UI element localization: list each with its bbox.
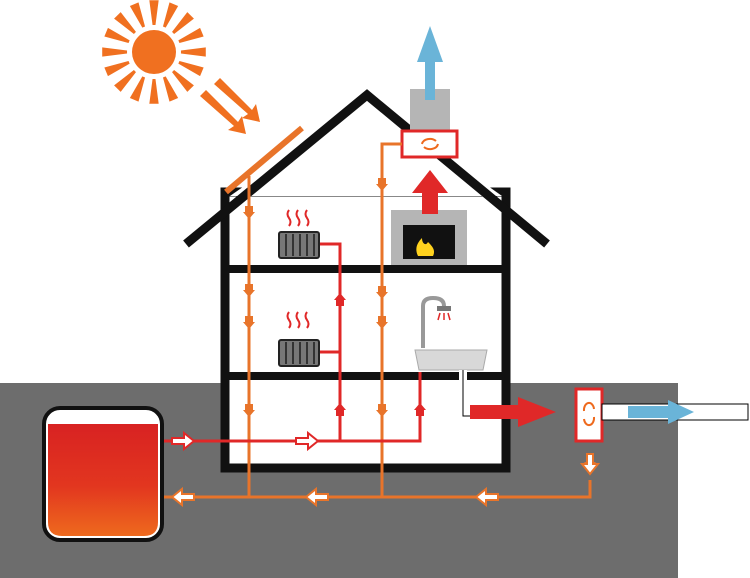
- sink-with-shower: [414, 295, 488, 371]
- sun-ray: [172, 12, 194, 34]
- flow-arrow: [171, 430, 196, 452]
- heat-waves-icon: [286, 311, 310, 329]
- sun-ray: [114, 70, 136, 92]
- flow-arrow-down: [243, 206, 255, 219]
- exhaust-arrow-up: [417, 26, 443, 100]
- outlet-arrow: [628, 400, 694, 424]
- attic-fill: [230, 100, 502, 196]
- flow-arrows-up: [334, 293, 426, 416]
- floor-lower: [225, 372, 506, 380]
- sun-icon: [102, 0, 206, 104]
- flow-arrow-down: [376, 178, 388, 191]
- hot-water-pipes: [162, 242, 422, 443]
- floor-upper: [225, 265, 506, 273]
- sun-ray: [162, 2, 179, 28]
- sun-ray-arrows: [200, 78, 260, 134]
- fire-icon: [416, 238, 435, 256]
- sun-ray: [102, 47, 128, 57]
- heat-exchanger-icon: [400, 129, 459, 159]
- hot-air-arrow-up: [412, 170, 448, 214]
- flow-arrows-down: [243, 178, 596, 469]
- flow-arrow: [295, 430, 320, 452]
- flow-arrow: [304, 486, 329, 508]
- radiator-upper: [278, 231, 320, 259]
- flow-arrow-down: [243, 316, 255, 329]
- heat-waves-icon: [286, 209, 310, 227]
- sun-ray: [180, 47, 206, 57]
- flow-arrow-up: [414, 403, 426, 416]
- flow-arrow: [170, 486, 195, 508]
- solar-collector: [224, 125, 304, 195]
- flow-arrow-down: [376, 286, 388, 299]
- flow-arrow: [474, 486, 499, 508]
- sun-ray: [129, 76, 146, 102]
- sun-ray: [149, 0, 159, 26]
- sun-ray: [172, 70, 194, 92]
- flow-arrow-up: [334, 403, 346, 416]
- sun-ray: [129, 2, 146, 28]
- flow-arrow-down: [243, 404, 255, 417]
- sun-ray: [104, 60, 130, 77]
- sun-ray: [178, 27, 204, 44]
- waste-water-arrow: [470, 397, 556, 427]
- radiator-lower: [278, 339, 320, 367]
- sun-ray: [178, 60, 204, 77]
- return-flow-arrows: [170, 430, 601, 508]
- roof: [183, 89, 550, 248]
- sun-ray: [104, 27, 130, 44]
- flow-arrow-down: [376, 316, 388, 329]
- hot-water-tank: [42, 406, 164, 542]
- drain-heat-exchanger-icon: [574, 387, 604, 443]
- flow-arrow-down: [376, 404, 388, 417]
- sun-ray: [114, 12, 136, 34]
- sun-ray: [162, 76, 179, 102]
- sun-ray: [149, 78, 159, 104]
- flow-arrow-down: [243, 284, 255, 297]
- flow-arrow-up: [334, 293, 346, 306]
- flow-arrow: [579, 453, 601, 476]
